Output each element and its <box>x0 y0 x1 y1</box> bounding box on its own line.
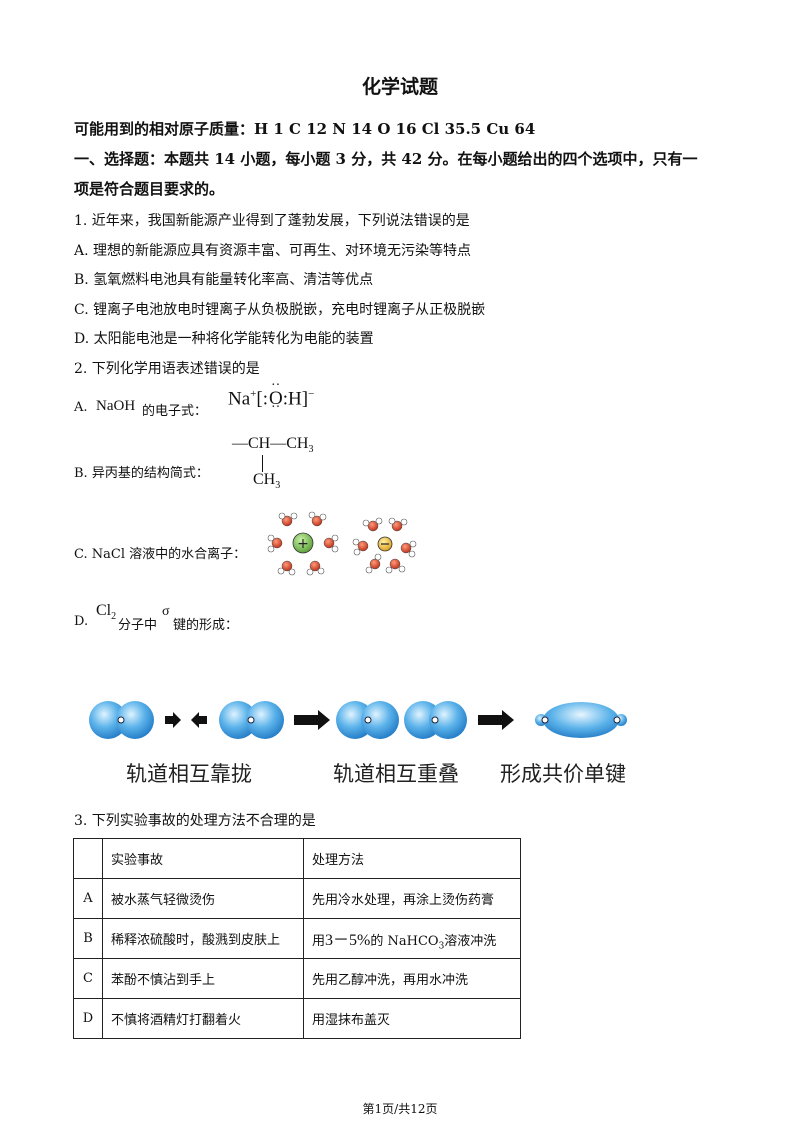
q2-option-a-text: 的电子式： <box>142 404 208 419</box>
row-method: 用湿抹布盖灭 <box>303 998 521 1039</box>
atomic-masses: 可能用到的相对原子质量：H 1 C 12 N 14 O 16 Cl 35.5 C… <box>74 120 536 138</box>
ch3-group-bottom: CH3 <box>253 471 281 492</box>
oh-charge: − <box>308 388 315 400</box>
q2-stem: 2. 下列化学用语表述错误的是 <box>74 361 260 377</box>
cl2-formula: Cl2 <box>96 602 117 623</box>
row-method: 先用冷水处理，再涂上烫伤药膏 <box>303 878 521 919</box>
sodium-hydrated-ion: + <box>267 511 339 576</box>
ch3-group-right: CH <box>286 435 309 452</box>
q1-option-a: A. 理想的新能源应具有资源丰富、可再生、对环境无污染等特点 <box>74 243 472 259</box>
table-row: A 被水蒸气轻微烫伤 先用冷水处理，再涂上烫伤药膏 <box>73 878 521 919</box>
q2-option-d-text2: 键的形成： <box>173 618 239 633</box>
q1-stem: 1. 近年来，我国新能源产业得到了蓬勃发展，下列说法错误的是 <box>74 213 470 229</box>
section-heading-line2: 项是符合题目要求的。 <box>74 180 225 198</box>
orbitals-approaching <box>89 701 154 739</box>
q1-option-d: D. 太阳能电池是一种将化学能转化为电能的装置 <box>74 331 374 347</box>
row-accident: 稀释浓硫酸时，酸溅到皮肤上 <box>102 918 304 959</box>
caption-overlapping: 轨道相互重叠 <box>333 762 459 786</box>
row-label: D <box>73 998 103 1039</box>
sigma-bond-formation-diagram <box>89 701 627 739</box>
covalent-single-bond <box>535 702 627 738</box>
row-method: 用3－5%的 NaHCO3溶液冲洗 <box>303 918 521 959</box>
table-row: C 苯酚不慎沾到手上 先用乙醇冲洗，再用水冲洗 <box>73 958 521 999</box>
orbitals-overlapping <box>336 701 467 739</box>
table-row: D 不慎将酒精灯打翻着火 用湿抹布盖灭 <box>73 998 521 1039</box>
naoh-electron-formula: Na+[:O····:H]− <box>228 378 315 416</box>
hydrogen-symbol: H <box>288 388 302 410</box>
row-method: 先用乙醇冲洗，再用水冲洗 <box>303 958 521 999</box>
orbitals-approached <box>219 701 284 739</box>
caption-bond: 形成共价单键 <box>500 762 626 786</box>
ch-group: CH <box>248 435 271 452</box>
q3-stem: 3. 下列实验事故的处理方法不合理的是 <box>74 813 316 829</box>
row-label: A <box>73 878 103 919</box>
q3-table: 实验事故 处理方法 A 被水蒸气轻微烫伤 先用冷水处理，再涂上烫伤药膏 B 稀释… <box>73 838 521 1039</box>
approach-arrows <box>165 712 207 728</box>
row-label: B <box>73 918 103 959</box>
row-accident: 苯酚不慎沾到手上 <box>102 958 304 999</box>
q2-option-d-text1: 分子中 <box>118 618 158 633</box>
table-header-accident: 实验事故 <box>102 838 304 879</box>
sigma-symbol: σ <box>162 604 170 619</box>
q2-option-c-text: C. NaCl 溶液中的水合离子： <box>74 547 247 562</box>
arrow-to-overlap <box>294 710 330 730</box>
caption-approaching: 轨道相互靠拢 <box>126 762 252 786</box>
na-symbol: Na <box>228 388 251 410</box>
table-header-method: 处理方法 <box>303 838 521 879</box>
chloride-hydrated-ion <box>352 517 417 574</box>
oxygen-symbol: O <box>268 388 283 410</box>
table-header-row: 实验事故 处理方法 <box>73 838 521 879</box>
table-row: B 稀释浓硫酸时，酸溅到皮肤上 用3－5%的 NaHCO3溶液冲洗 <box>73 918 521 959</box>
concentration-range: 3－5% <box>325 931 371 949</box>
table-header-cell <box>73 838 103 879</box>
q2-option-d-prefix: D. <box>74 614 89 629</box>
page-footer: 第1页/共12页 <box>362 1102 438 1116</box>
page-title: 化学试题 <box>361 76 438 98</box>
arrow-to-bond <box>478 710 514 730</box>
na-charge: + <box>250 388 257 400</box>
q2-option-a-prefix: A. <box>74 400 88 415</box>
svg-text:+: + <box>297 536 309 552</box>
row-label: C <box>73 958 103 999</box>
row-accident: 被水蒸气轻微烫伤 <box>102 878 304 919</box>
row-accident: 不慎将酒精灯打翻着火 <box>102 998 304 1039</box>
q2-option-b-text: B. 异丙基的结构简式： <box>74 466 209 481</box>
hydrated-ions-diagram: + <box>267 511 417 576</box>
q1-option-c: C. 锂离子电池放电时锂离子从负极脱嵌，充电时锂离子从正极脱嵌 <box>74 302 486 318</box>
bond-line <box>262 455 263 472</box>
q1-option-b: B. 氢氧燃料电池具有能量转化率高、清洁等优点 <box>74 272 374 288</box>
isopropyl-structure: —CH—CH3 <box>232 435 314 456</box>
q2-option-a-formula: NaOH <box>96 398 136 414</box>
section-heading-line1: 一、选择题：本题共 14 小题，每小题 3 分，共 42 分。在每小题给出的四个… <box>74 150 698 168</box>
